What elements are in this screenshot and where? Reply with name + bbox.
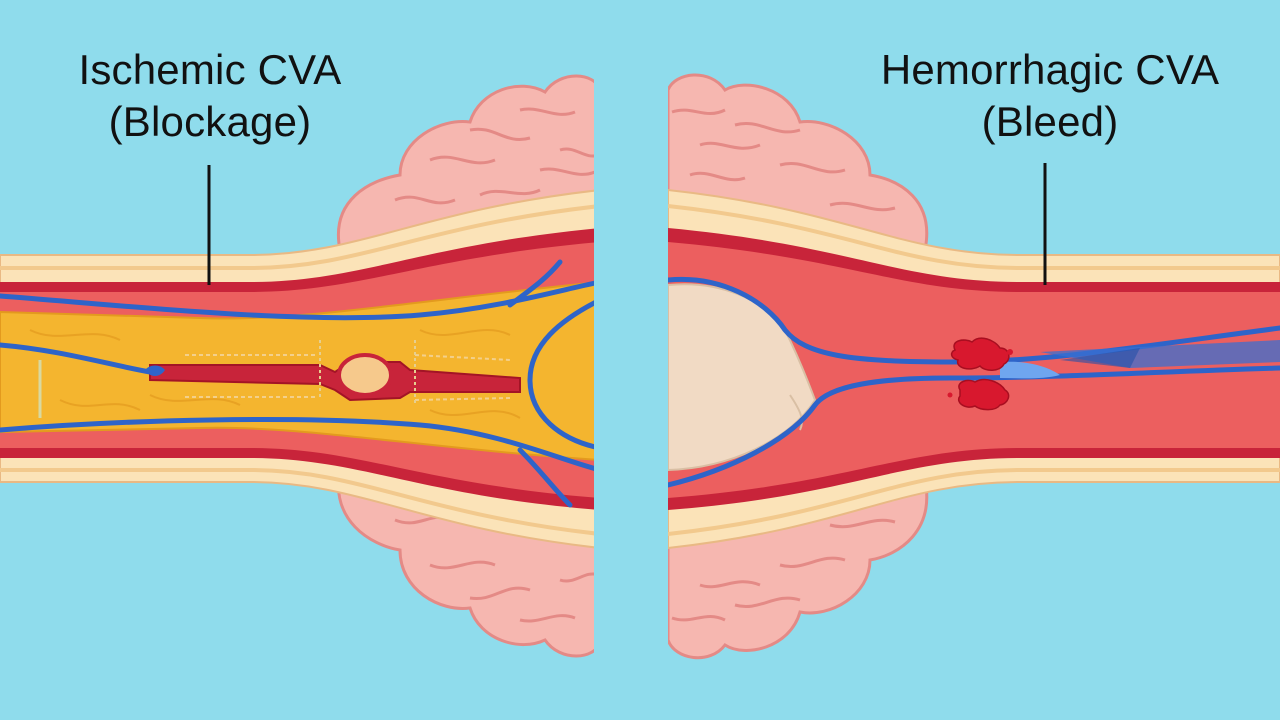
ischemic-panel xyxy=(0,74,594,658)
hemorrhagic-subtitle: (Bleed) xyxy=(981,98,1119,145)
hemorrhagic-title: Hemorrhagic CVA xyxy=(880,46,1220,93)
ischemic-title: Ischemic CVA xyxy=(78,46,342,93)
hemorrhage xyxy=(947,337,1013,411)
veins-left xyxy=(0,259,594,508)
blood-clot xyxy=(337,353,393,397)
veins-right xyxy=(668,276,1280,488)
hemorrhagic-label: Hemorrhagic CVA (Bleed) xyxy=(845,44,1255,148)
ischemic-subtitle: (Blockage) xyxy=(108,98,312,145)
hemorrhagic-panel xyxy=(668,73,1280,660)
artery-lumen-right xyxy=(668,242,1280,498)
ischemic-label: Ischemic CVA (Blockage) xyxy=(20,44,400,148)
